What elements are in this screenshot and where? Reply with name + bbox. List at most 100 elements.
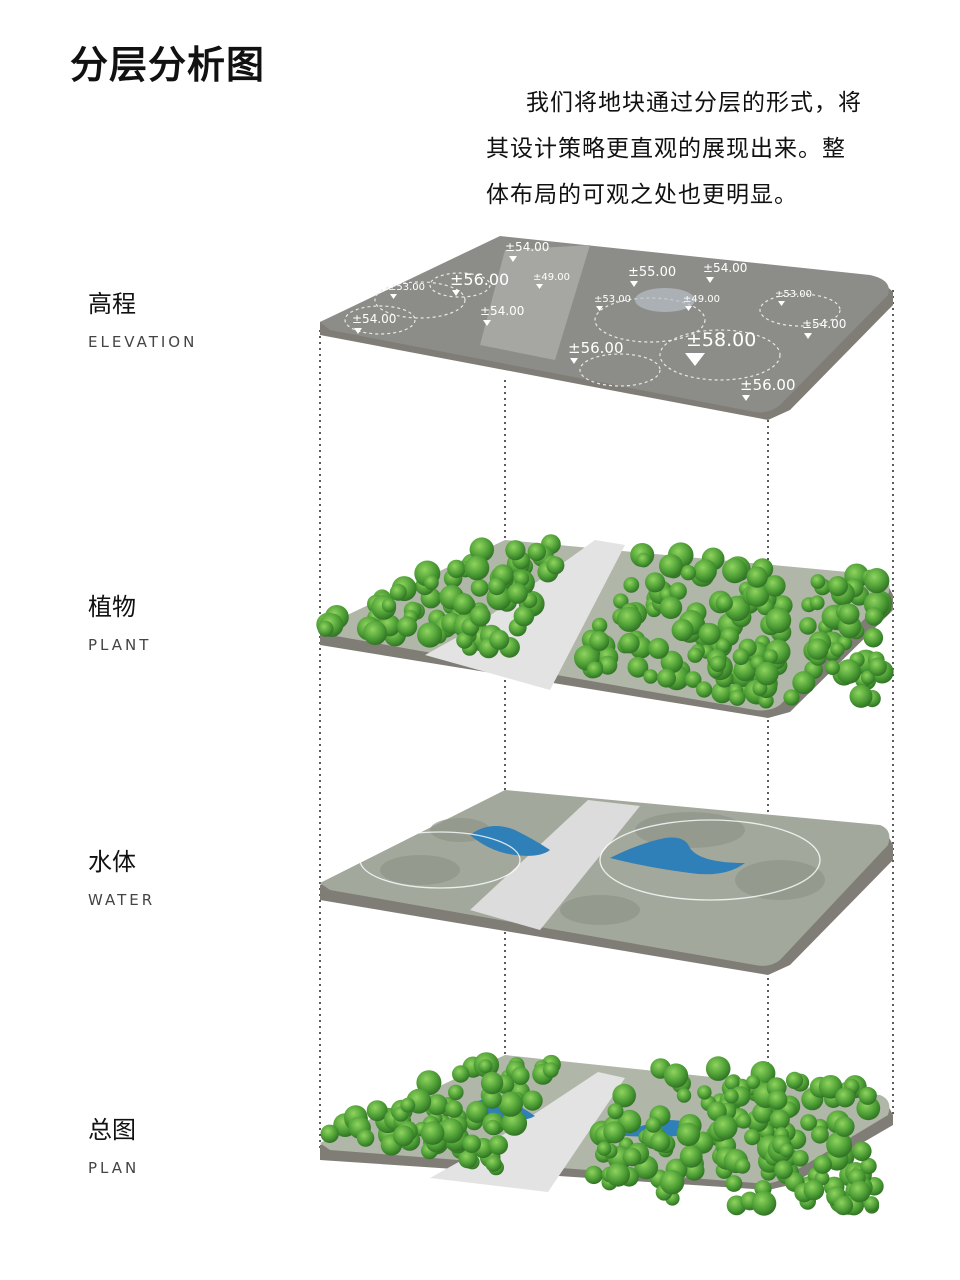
tree-icon	[729, 689, 746, 706]
tree-icon	[448, 1084, 464, 1101]
tree-icon	[392, 1125, 415, 1147]
tree-icon	[864, 568, 890, 594]
water-paths	[359, 819, 821, 901]
plant-layer	[316, 534, 894, 718]
elevation-layer: ±54.00 ±56.00 ±53.00 ±49.00 ±55.00 ±54.0…	[320, 236, 893, 420]
layer-name-zh: 水体	[88, 848, 136, 876]
tree-icon	[589, 631, 610, 651]
tree-icon	[745, 583, 770, 607]
tree-icon	[779, 1143, 794, 1158]
tree-icon	[687, 647, 703, 663]
tree-icon	[619, 632, 640, 654]
elevation-value: ±55.00	[628, 265, 676, 280]
tree-icon	[746, 1075, 760, 1089]
tree-icon	[543, 1062, 559, 1078]
tree-icon	[722, 558, 748, 584]
tree-icon	[860, 670, 875, 685]
tree-icon	[809, 595, 825, 611]
tree-icon	[660, 650, 683, 674]
tree-icon	[833, 1195, 854, 1216]
tree-icon	[636, 552, 651, 568]
tree-icon	[586, 661, 604, 678]
water-layer	[320, 790, 893, 975]
tree-icon	[715, 594, 733, 612]
elevation-value: ±56.00	[740, 376, 796, 394]
tree-icon	[765, 607, 792, 634]
tree-icon	[663, 1063, 689, 1088]
tree-icon	[445, 1100, 463, 1118]
tree-icon	[860, 1157, 877, 1175]
tree-icon	[597, 1141, 612, 1156]
tree-icon	[420, 1121, 445, 1145]
tree-icon	[417, 622, 443, 648]
elevation-value: ±53.00	[594, 294, 631, 305]
tree-icon	[464, 555, 490, 581]
tree-icon	[725, 1175, 743, 1192]
tree-icon	[603, 1121, 626, 1144]
tree-icon	[669, 582, 687, 600]
layer-name-zh: 高程	[88, 290, 136, 318]
elevation-triangles	[354, 256, 812, 401]
tree-icon	[527, 542, 546, 562]
tree-icon	[763, 649, 778, 664]
elevation-value: ±54.00	[802, 317, 846, 331]
tree-icon	[501, 1110, 528, 1136]
tree-icon	[813, 1155, 832, 1174]
tree-icon	[698, 622, 721, 645]
elevation-top	[320, 236, 889, 413]
tree-icon	[447, 559, 466, 579]
tree-icon	[458, 1149, 478, 1169]
tree-icon	[424, 575, 439, 590]
tree-icon	[769, 1109, 790, 1130]
tree-icon	[800, 1114, 817, 1131]
layer-name-en: PLANT	[88, 636, 152, 654]
elevation-value: ±54.00	[703, 261, 747, 275]
elevation-value: ±49.00	[683, 294, 720, 305]
tree-icon	[835, 1087, 856, 1108]
tree-icon	[470, 578, 489, 597]
layer-name-en: WATER	[88, 891, 156, 909]
tree-icon	[469, 605, 491, 627]
tree-icon	[438, 1118, 464, 1144]
tree-icon	[513, 605, 535, 627]
layer-label-water: 水体 WATER	[88, 842, 155, 909]
plan-tree-canopy	[320, 1052, 884, 1216]
tree-icon	[546, 556, 565, 575]
tree-icon	[767, 1089, 788, 1110]
elevation-value: ±54.00	[505, 240, 549, 254]
tree-icon	[627, 656, 649, 678]
tree-icon	[724, 1088, 739, 1104]
tree-icon	[505, 540, 526, 561]
tree-icon	[389, 583, 407, 601]
tree-icon	[713, 1115, 738, 1140]
tree-icon	[606, 1162, 630, 1187]
layer-name-en: PLAN	[88, 1159, 140, 1177]
tree-icon	[834, 1116, 855, 1137]
tree-icon	[456, 632, 473, 649]
tree-icon	[513, 570, 530, 587]
tree-icon	[485, 1155, 502, 1172]
elevation-pond	[635, 288, 695, 312]
page-title: 分层分析图	[70, 43, 266, 87]
description-line-3: 体布局的可观之处也更明显。	[486, 182, 798, 208]
layer-name-zh: 植物	[88, 593, 136, 621]
tree-icon	[711, 681, 733, 704]
tree-icon	[836, 659, 861, 684]
tree-icon	[400, 1097, 416, 1113]
tree-icon	[584, 1165, 603, 1185]
tree-icon	[426, 1094, 448, 1116]
elevation-value: ±56.00	[568, 339, 624, 357]
tree-icon	[811, 1125, 829, 1144]
tree-icon	[488, 1135, 509, 1155]
tree-icon	[482, 1089, 502, 1109]
tree-icon	[774, 1160, 793, 1180]
layer-name-en: ELEVATION	[88, 333, 198, 351]
tree-icon	[868, 657, 887, 676]
tree-icon	[511, 1066, 530, 1085]
tree-icon	[522, 1090, 543, 1111]
tree-icon	[764, 575, 786, 597]
tree-icon	[697, 1085, 712, 1100]
tree-icon	[746, 566, 768, 588]
tree-icon	[724, 1075, 740, 1091]
tree-icon	[676, 1088, 692, 1103]
